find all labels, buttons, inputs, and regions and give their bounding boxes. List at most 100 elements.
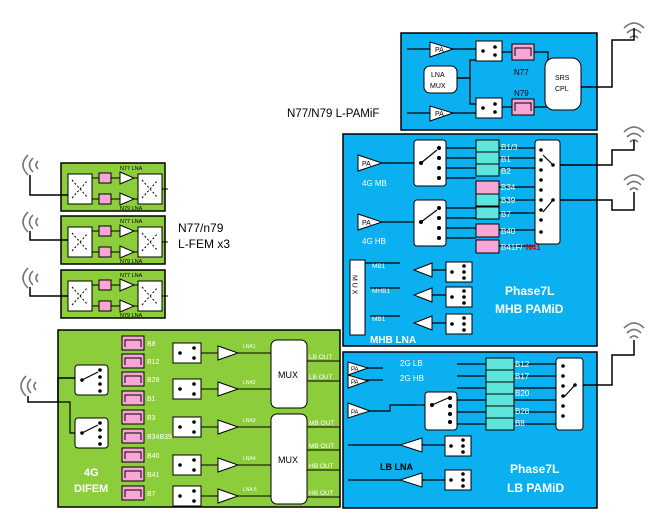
antenna-icon	[22, 267, 39, 289]
lna-icon	[217, 457, 240, 473]
band-b41f: B41F/	[501, 243, 523, 252]
lna-label: LNA1	[243, 344, 256, 350]
mhb-4g-hb-label: 4G HB	[362, 237, 386, 246]
lb-pamid-block	[342, 351, 598, 509]
band-b8: B8	[515, 419, 525, 428]
band-label: B7	[147, 491, 156, 498]
pa-label: PA	[351, 380, 359, 386]
mhb-title-line1: Phase7L	[505, 284, 554, 298]
lna-label: LNA	[431, 72, 445, 79]
band-label: B28	[147, 377, 160, 384]
pa-icon	[347, 374, 370, 389]
band-b34: B34	[501, 183, 516, 192]
mux-label: MUX	[430, 83, 446, 90]
mb1-label-2: MB1	[372, 316, 386, 323]
band-b13: B1/3	[501, 143, 518, 152]
n79-lna-label: N79 LNA	[120, 259, 143, 265]
band-label: B3	[147, 415, 156, 422]
pa-label: PA	[435, 47, 444, 54]
mb1-label: MB1	[372, 263, 386, 270]
mhb-title-line2: MHB PAMiD	[495, 302, 564, 316]
lb-title-line1: Phase7L	[510, 462, 559, 476]
difem-switch	[172, 454, 202, 476]
antenna-icon	[22, 211, 39, 233]
lna-label: LNA3	[243, 418, 256, 424]
difem-switch	[172, 416, 202, 438]
pa-icon	[357, 213, 384, 231]
mhb-antenna-switch	[534, 139, 561, 245]
n77-label: N77	[514, 68, 529, 77]
lna-icon	[412, 315, 433, 331]
mhb-4g-mb-label: 4G MB	[362, 179, 387, 188]
lb-title-line2: LB PAMiD	[507, 481, 564, 495]
band-label: B41	[147, 472, 160, 479]
difem-switch	[172, 378, 202, 400]
pa-icon	[429, 105, 455, 122]
pa-icon	[347, 361, 370, 376]
lna-icon	[398, 437, 423, 453]
lb-antenna-switch	[555, 357, 584, 431]
mhb-switch-mb	[413, 139, 447, 187]
pa-label: PA	[362, 220, 371, 227]
mux-output-label: MB OUT	[309, 443, 334, 450]
lna-icon	[217, 345, 240, 361]
antenna-icon	[623, 126, 645, 143]
lna-switch	[445, 286, 473, 308]
difem-title-line1: 4G	[84, 467, 99, 479]
pa-icon	[347, 402, 372, 419]
band-b1: B1	[501, 155, 511, 164]
n79-lna-label: N79 LNA	[120, 313, 143, 319]
antenna-icon	[623, 174, 645, 191]
lna-switch	[445, 313, 473, 335]
n77-lna-label: N77 LNA	[120, 219, 143, 225]
lb-wiring	[348, 363, 556, 481]
difem-switch-2	[74, 417, 109, 449]
lna-label: LNA4	[243, 456, 256, 462]
mhb-mux-label: M U X	[351, 275, 358, 295]
lna-icon	[412, 262, 433, 278]
mhb-switch-hb	[413, 199, 447, 247]
difem-title-line2: DIFEM	[74, 483, 108, 495]
switch-box	[475, 40, 503, 62]
band-b20: B20	[515, 389, 530, 398]
lna-label: LNA 5	[243, 487, 257, 493]
difem-switch	[172, 485, 202, 507]
lb-filters	[485, 357, 515, 431]
mhb-lna-label: MHB LNA	[370, 335, 416, 346]
band-b17: B17	[515, 372, 530, 381]
pa-icon	[357, 154, 384, 172]
mhb-mux-box	[349, 259, 366, 336]
mhb-filters	[475, 139, 500, 254]
lb-2g-lb-label: 2G LB	[400, 359, 423, 368]
band-b12: B12	[515, 360, 530, 369]
n77-lna-label: N77 LNA	[120, 166, 143, 172]
difem-switch-1	[74, 364, 109, 396]
band-label: B1	[147, 396, 156, 403]
band-b39: B39	[501, 196, 516, 205]
band-b40: B40	[501, 227, 516, 236]
lb-lna-switch	[444, 435, 472, 457]
antenna-icon	[623, 322, 645, 339]
n79-label: N79	[514, 89, 529, 98]
lna-icon	[217, 381, 240, 397]
antenna-icon	[22, 154, 39, 176]
l-fem-2-internals	[67, 224, 168, 259]
mux-output-label: HB OUT	[309, 463, 334, 470]
lb-2g-hb-label: 2G HB	[400, 374, 424, 383]
difem-switch	[172, 342, 202, 364]
mhb-wiring	[365, 147, 535, 324]
l-pamif-title: N77/N79 L-PAMiF	[287, 108, 379, 120]
lb-lna-switch	[444, 469, 472, 491]
l-fem-title-line2: L-FEM x3	[178, 237, 230, 251]
mux-output-label: LB OUT	[309, 374, 333, 381]
lna-icon	[217, 488, 240, 504]
pa-label: PA	[351, 410, 359, 416]
mux-output-label: MB OUT	[309, 420, 334, 427]
band-label: B34B39	[147, 434, 172, 441]
srs-label: SRS	[555, 75, 570, 82]
lna-icon	[412, 287, 433, 303]
